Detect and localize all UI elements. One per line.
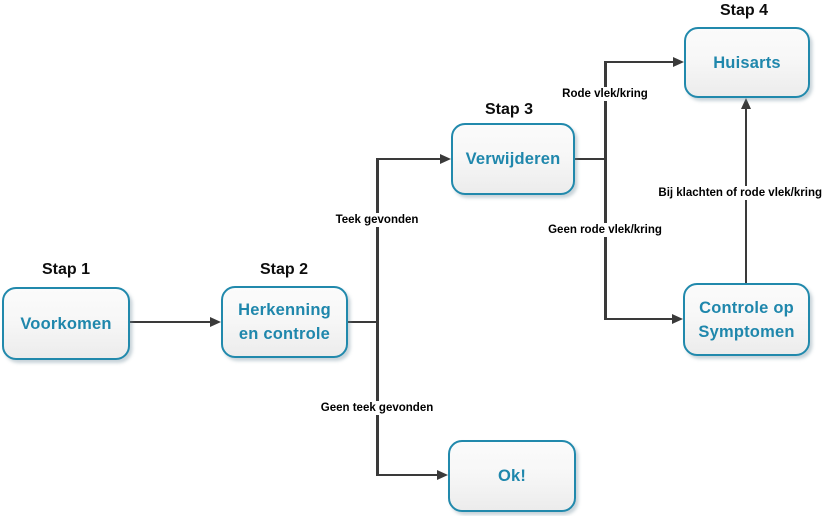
edge-teek-verwijderen-line <box>377 157 440 161</box>
edge-rodevlek-huisarts-line <box>605 60 673 64</box>
heading-stap-3: Stap 3 <box>484 101 534 118</box>
node-controle-op-symptomen: Controle op Symptomen <box>683 283 810 356</box>
node-ok-label: Ok! <box>497 467 527 485</box>
edge-geenteek-ok-line <box>377 473 437 477</box>
edge-herkenning-junction-line <box>348 320 378 324</box>
edge-controle-huisarts-arrowhead-icon <box>740 98 751 109</box>
edge-voorkomen-herkenning-line <box>130 320 210 324</box>
edge-geenrodevlek-controle-arrowhead-icon <box>672 313 683 324</box>
node-ok: Ok! <box>448 440 576 512</box>
node-voorkomen: Voorkomen <box>2 287 130 360</box>
edge-label-bij-klachten: Bij klachten of rode vlek/kring <box>655 186 825 200</box>
node-controle-label-line2: Symptomen <box>698 322 795 341</box>
node-huisarts-label: Huisarts <box>713 53 781 72</box>
node-huisarts: Huisarts <box>684 27 810 98</box>
edge-rodevlek-huisarts-arrowhead-icon <box>673 56 684 67</box>
edge-label-geen-teek-gevonden: Geen teek gevonden <box>317 401 437 415</box>
node-herkenning-label-line1: Herkenning <box>238 301 331 319</box>
edge-verwijderen-junction-line <box>575 157 606 161</box>
edge-geenrodevlek-controle-line <box>605 317 672 321</box>
heading-stap-2: Stap 2 <box>259 261 309 278</box>
node-herkenning-en-controle: Herkenning en controle <box>221 286 348 358</box>
node-voorkomen-label: Voorkomen <box>20 314 112 333</box>
edge-teek-verwijderen-arrowhead-icon <box>440 153 451 164</box>
node-verwijderen-label: Verwijderen <box>465 150 561 168</box>
heading-stap-4: Stap 4 <box>719 2 769 19</box>
edge-label-teek-gevonden: Teek gevonden <box>332 213 422 227</box>
trunk-vlek-vertical-line <box>604 61 607 320</box>
trunk-teek-vertical-line <box>376 158 379 476</box>
node-verwijderen: Verwijderen <box>451 123 575 195</box>
heading-stap-1: Stap 1 <box>41 261 91 278</box>
edge-label-geen-rode-vlek-kring: Geen rode vlek/kring <box>545 223 665 237</box>
edge-voorkomen-herkenning-arrowhead-icon <box>210 316 221 327</box>
node-herkenning-label-line2: en controle <box>238 325 331 343</box>
node-controle-label-line1: Controle op <box>699 298 794 317</box>
edge-label-rode-vlek-kring: Rode vlek/kring <box>559 87 651 101</box>
edge-geenteek-ok-arrowhead-icon <box>437 469 448 480</box>
